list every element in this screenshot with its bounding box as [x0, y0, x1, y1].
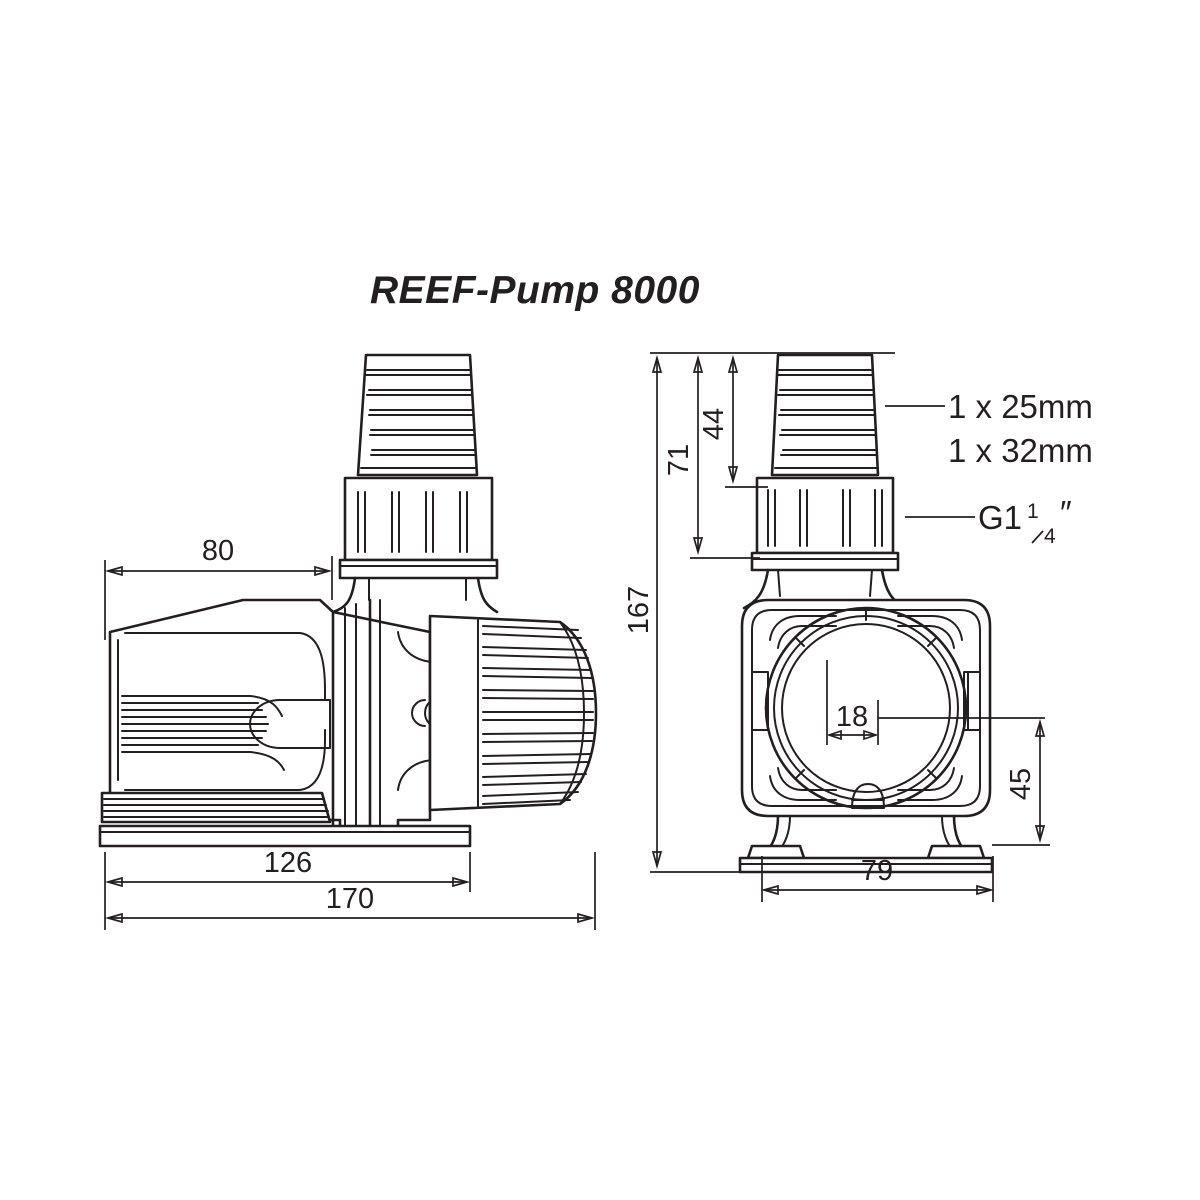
dim-18: 18 — [826, 660, 1045, 745]
dim-45-label: 45 — [1005, 768, 1037, 800]
side-intake-strainer — [428, 614, 598, 812]
callout-thread-prefix: G1 — [978, 499, 1022, 536]
callout-thread-inch-mark: ″ — [1060, 494, 1072, 531]
side-body — [108, 598, 456, 837]
callout-thread-numerator: 1 — [1027, 500, 1039, 523]
side-base-plate — [98, 791, 472, 848]
side-view: 80 126 170 — [98, 353, 598, 930]
drawing-title: REEF-Pump 8000 — [370, 269, 700, 312]
front-view: 167 71 44 18 — [623, 352, 1050, 902]
callouts: 1 x 25mm 1 x 32mm G1 1 4 ″ — [885, 388, 1093, 548]
dim-167-label: 167 — [623, 586, 655, 634]
dim-126: 126 — [104, 847, 471, 930]
dim-45: 45 — [992, 718, 1050, 846]
dim-44: 44 — [698, 354, 768, 488]
callout-outlet-32-label: 1 x 32mm — [948, 432, 1093, 469]
dim-18-label: 18 — [836, 701, 868, 733]
dim-80: 80 — [104, 535, 333, 640]
dim-44-label: 44 — [698, 408, 730, 440]
dim-79: 79 — [760, 855, 995, 902]
callout-thread: G1 1 4 ″ — [905, 494, 1072, 548]
dim-79-label: 79 — [861, 855, 893, 887]
front-feet — [738, 814, 994, 874]
dim-71-label: 71 — [663, 444, 695, 476]
front-union-nut — [750, 476, 900, 572]
front-hose-barb — [770, 353, 880, 477]
dim-71: 71 — [663, 354, 760, 559]
side-hose-barb — [356, 353, 479, 477]
callout-outlet-32: 1 x 32mm — [948, 432, 1093, 469]
front-housing — [740, 598, 992, 818]
dim-170: 170 — [104, 852, 596, 930]
dim-167: 167 — [623, 352, 895, 873]
side-union-nut — [338, 476, 499, 580]
side-neck — [331, 576, 499, 614]
dim-126-label: 126 — [264, 847, 312, 879]
callout-outlet-25: 1 x 25mm — [885, 388, 1093, 425]
dim-170-label: 170 — [326, 883, 374, 915]
dim-80-label: 80 — [202, 535, 234, 567]
callout-outlet-25-label: 1 x 25mm — [948, 388, 1093, 425]
callout-thread-denominator: 4 — [1044, 525, 1056, 548]
